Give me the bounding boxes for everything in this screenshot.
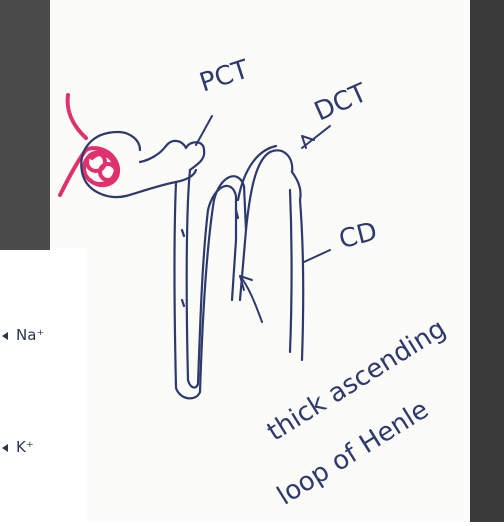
dark-panel-right [470,0,504,522]
dark-panel-left [0,210,50,250]
textbook-inset [0,250,86,522]
potassium-label: K⁺ [16,438,34,456]
paper-sheet [50,0,470,522]
sodium-label: Na⁺ [16,326,44,344]
